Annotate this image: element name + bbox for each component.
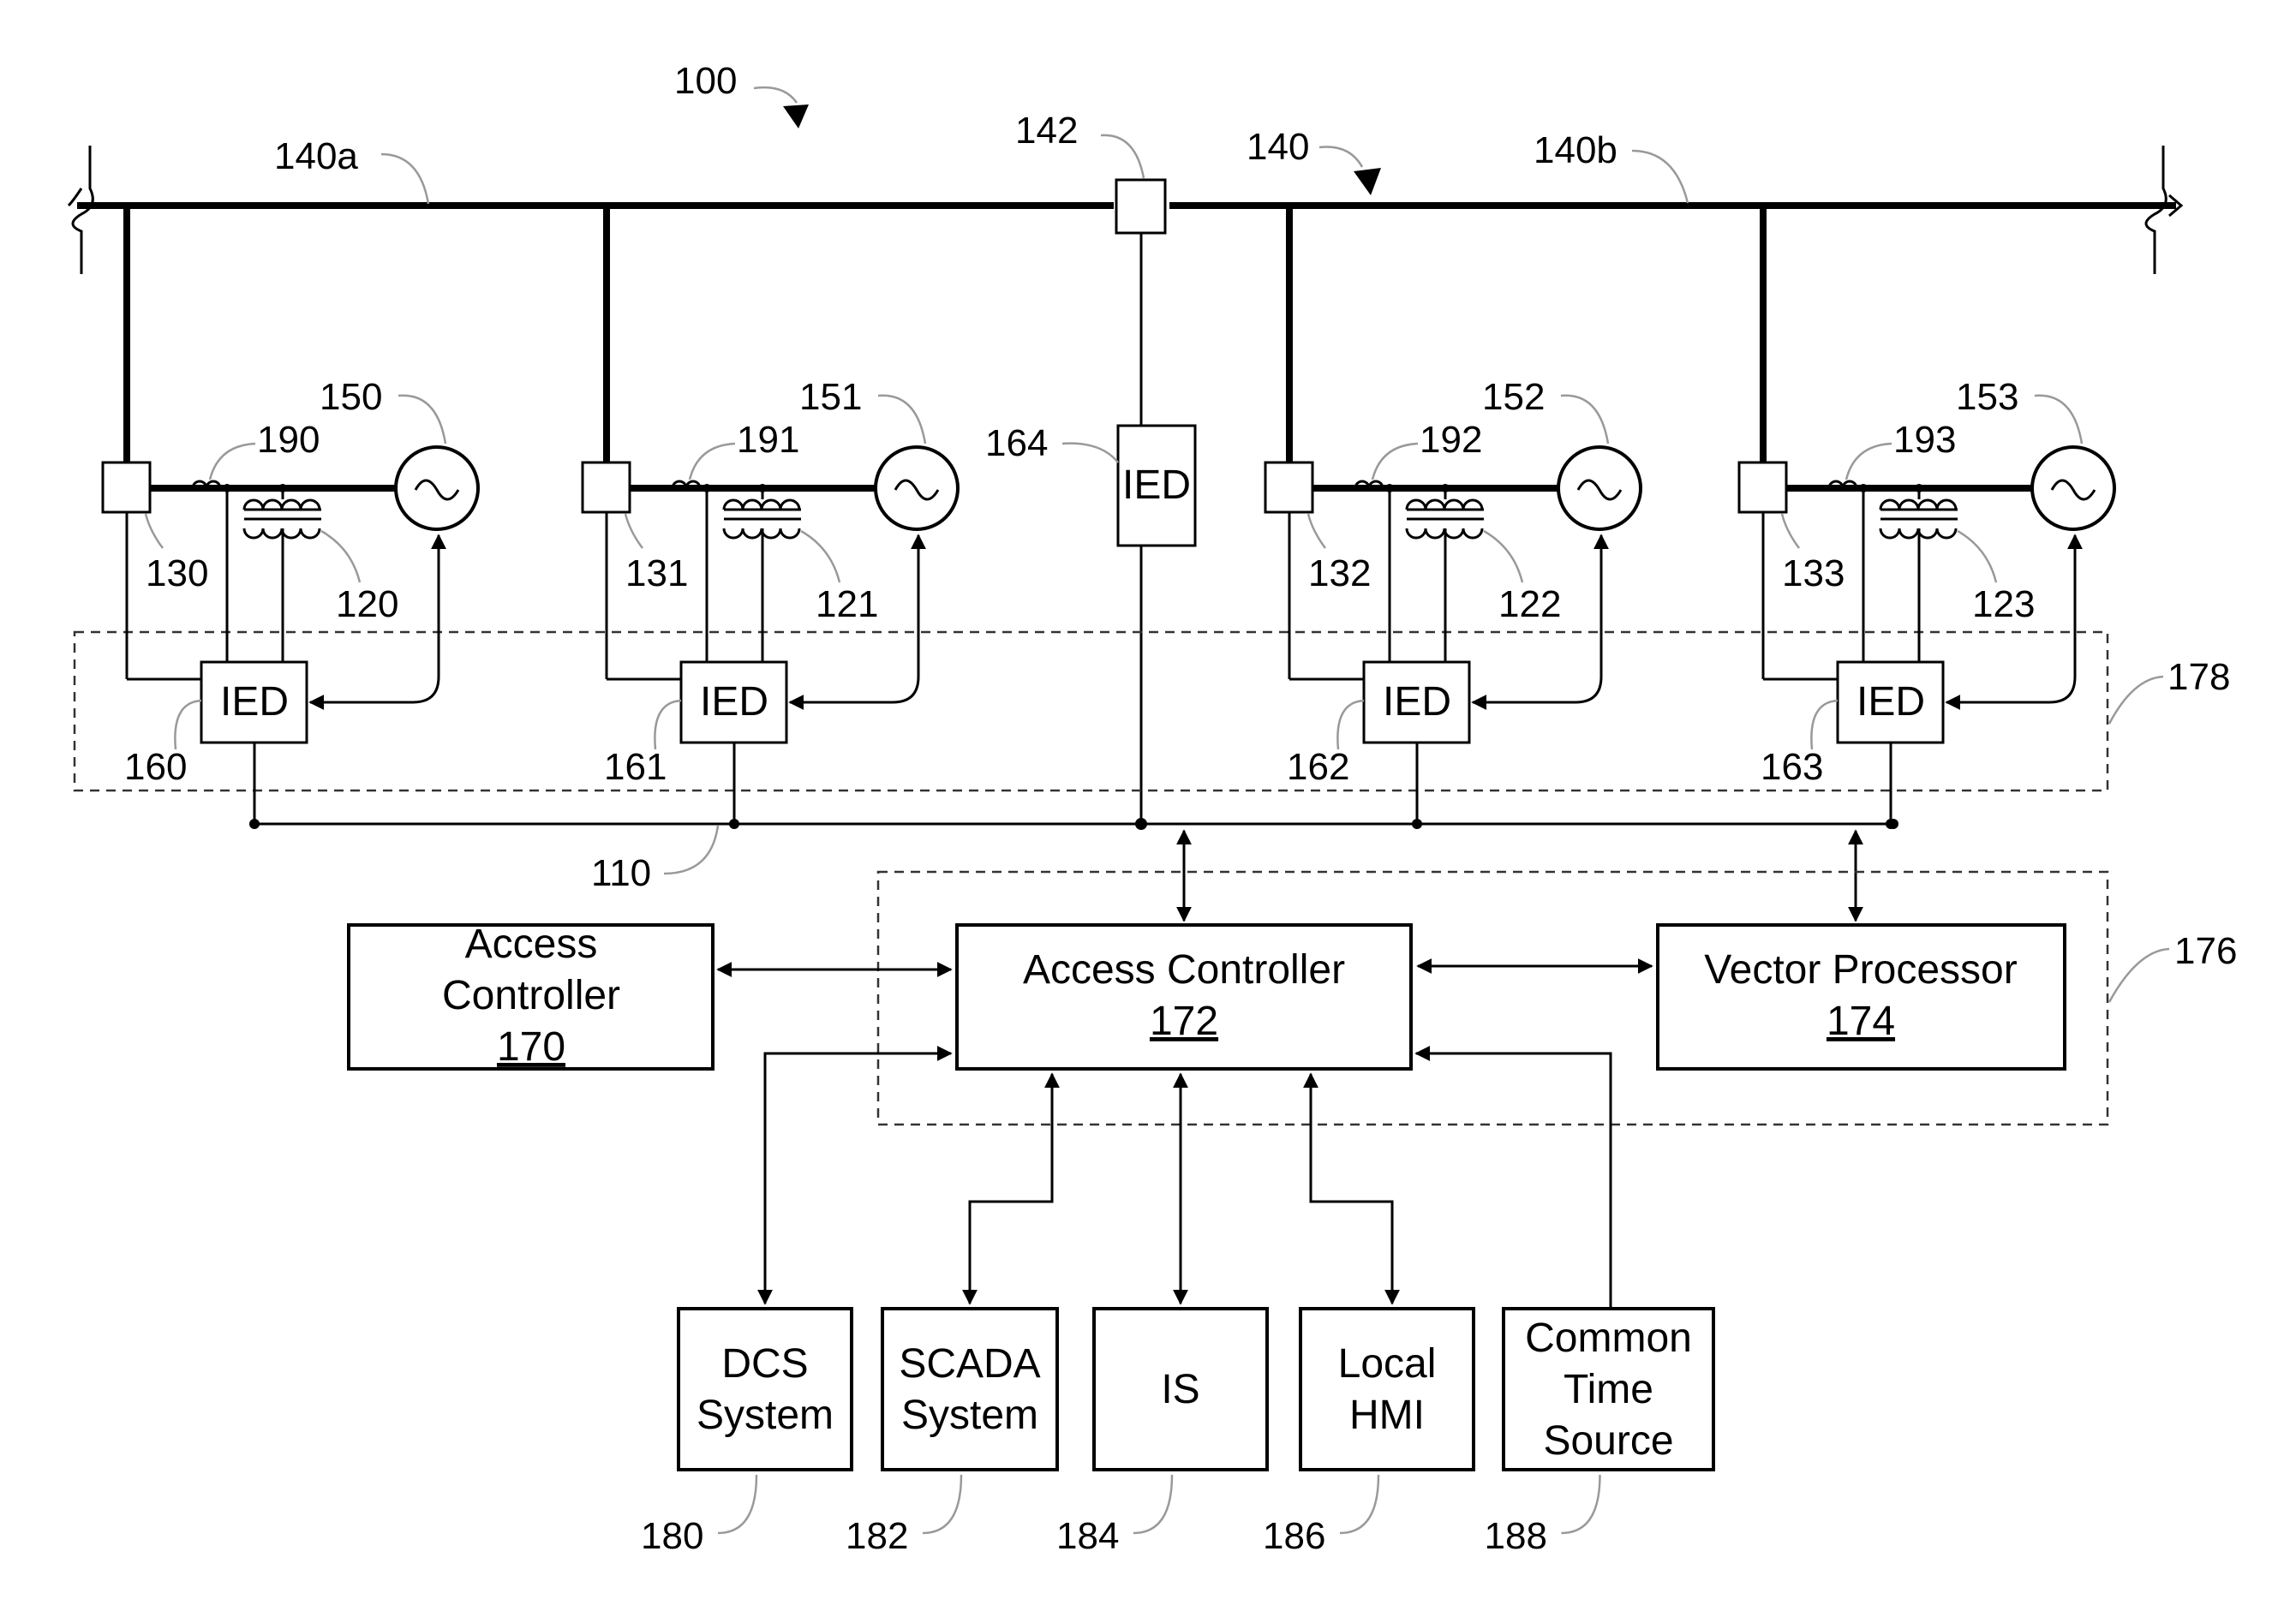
system-box (679, 1309, 852, 1470)
ied-label: IED (220, 679, 289, 725)
svg-text:170: 170 (497, 1024, 565, 1070)
breaker-box (1265, 462, 1312, 512)
generator-ref: 152 (1482, 376, 1545, 418)
svg-text:142: 142 (1015, 110, 1078, 152)
link-hmi (1311, 1074, 1392, 1304)
ied-label: IED (1857, 679, 1925, 725)
figure-ref-100: 100 (674, 60, 809, 128)
system-ref: 180 (641, 1515, 703, 1557)
svg-text:100: 100 (674, 60, 737, 102)
ct-ref: 190 (257, 419, 320, 461)
system-ref: 184 (1056, 1515, 1119, 1557)
bus-ref-arrow (1354, 168, 1381, 195)
ct-ref: 191 (737, 419, 799, 461)
breaker-ref: 132 (1308, 552, 1371, 594)
system-ref: 188 (1485, 1515, 1547, 1557)
svg-text:Controller: Controller (442, 973, 620, 1018)
system-label: Local (1338, 1341, 1437, 1387)
ct-ref: 193 (1893, 419, 1956, 461)
svg-text:164: 164 (985, 422, 1048, 464)
svg-text:140: 140 (1247, 126, 1309, 168)
link-time-source (1416, 1053, 1611, 1309)
breaker-ref: 131 (625, 552, 688, 594)
svg-text:IED: IED (1122, 462, 1191, 508)
svg-text:178: 178 (2167, 656, 2230, 698)
svg-text:Access Controller: Access Controller (1023, 947, 1345, 993)
vt-ref: 123 (1972, 583, 2035, 625)
tie-breaker-box (1116, 180, 1165, 233)
system-label: System (697, 1393, 834, 1438)
system-186: LocalHMI 186 (1263, 1309, 1474, 1557)
system-label: HMI (1349, 1393, 1425, 1438)
svg-text:110: 110 (591, 852, 651, 894)
ied-label: IED (1383, 679, 1451, 725)
figure-ref-arrow (783, 104, 809, 128)
breaker-box (103, 462, 150, 512)
generator-ref: 150 (320, 376, 382, 418)
external-systems: DCS System 180 SCADA System 182 IS 184 LocalHMI 1… (641, 1309, 1713, 1557)
vt-icon (244, 500, 320, 510)
system-label: Time (1564, 1367, 1653, 1412)
access-controller-170: Access Controller 170 (349, 922, 713, 1070)
system-label: Source (1543, 1418, 1673, 1464)
vt-icon (1880, 500, 1956, 510)
system-label: SCADA (899, 1341, 1040, 1387)
bay-132: IED 132 192 122 152 162 (1265, 209, 1641, 829)
system-label: System (901, 1393, 1038, 1438)
vt-ref: 121 (816, 583, 878, 625)
comm-network: 110 (253, 818, 1898, 921)
system-ref: 186 (1263, 1515, 1325, 1557)
vt-icon (1407, 500, 1482, 510)
ied-label: IED (700, 679, 768, 725)
system-ref: 182 (846, 1515, 908, 1557)
figure-ref-leader (754, 87, 797, 103)
svg-text:172: 172 (1150, 999, 1218, 1044)
generator-ref: 151 (799, 376, 862, 418)
system-box (1300, 1309, 1474, 1470)
system-label: Common (1525, 1316, 1692, 1361)
system-182: SCADA System 182 (846, 1309, 1057, 1557)
ied-ref: 160 (124, 746, 187, 788)
tie-breaker: 142 IED 164 (985, 110, 1195, 824)
bus-right-break-icon (2146, 146, 2166, 274)
generator-ref: 153 (1956, 376, 2018, 418)
svg-text:Access: Access (465, 922, 598, 967)
system-184: IS 184 (1056, 1309, 1267, 1557)
bay-131: IED 131 191 121 151 161 (583, 209, 958, 829)
ied-ref: 163 (1761, 746, 1823, 788)
svg-text:140b: 140b (1534, 129, 1617, 171)
breaker-ref: 133 (1782, 552, 1845, 594)
ied-ref: 161 (604, 746, 667, 788)
ct-ref: 192 (1420, 419, 1482, 461)
link-dcs (765, 1053, 951, 1304)
svg-text:176: 176 (2174, 930, 2237, 972)
generator-bays: IED 130 190 120 150 160 IED 131 191 121 151 161 IED 1… (103, 209, 2114, 829)
link-scada (970, 1074, 1052, 1304)
system-180: DCS System 180 (641, 1309, 852, 1557)
breaker-ref: 130 (146, 552, 208, 594)
vt-ref: 122 (1498, 583, 1561, 625)
vt-icon (724, 500, 799, 510)
vt-ref: 120 (336, 583, 398, 625)
vector-processor-174: Vector Processor 174 (1658, 925, 2065, 1069)
svg-text:Vector Processor: Vector Processor (1704, 947, 2018, 993)
bus-left-break-icon (73, 146, 93, 274)
breaker-box (583, 462, 630, 512)
svg-text:174: 174 (1827, 999, 1895, 1044)
system-box (882, 1309, 1057, 1470)
breaker-box (1739, 462, 1786, 512)
system-label: DCS (721, 1341, 808, 1387)
svg-text:140a: 140a (274, 135, 358, 177)
access-controller-172: Access Controller 172 (957, 925, 1411, 1069)
ied-ref: 162 (1287, 746, 1349, 788)
bay-133: IED 133 193 123 153 163 (1739, 209, 2114, 829)
bay-130: IED 130 190 120 150 160 (103, 209, 478, 829)
system-label: IS (1161, 1367, 1199, 1412)
system-188: CommonTimeSource 188 (1485, 1309, 1714, 1557)
